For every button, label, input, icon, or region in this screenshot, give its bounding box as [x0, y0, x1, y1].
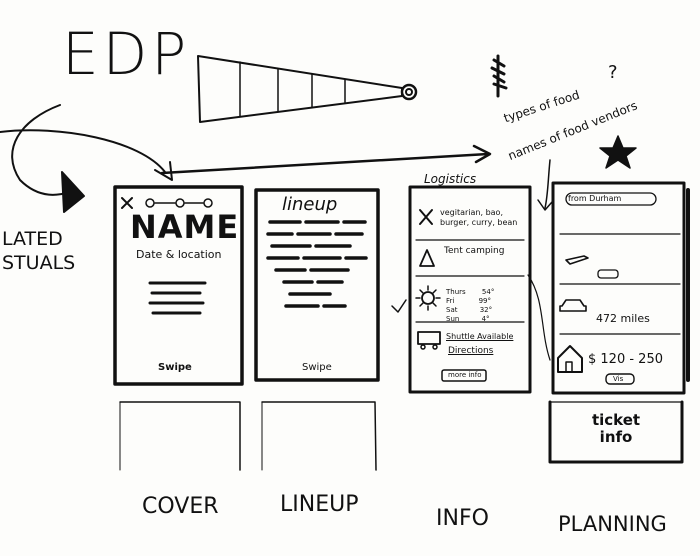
caption-info: INFO: [436, 506, 489, 531]
cover-lower-panel: [119, 401, 241, 471]
weather-temp: 32°: [479, 306, 493, 314]
weather-temp: 54°: [481, 288, 495, 296]
cone-sketch: [197, 55, 403, 123]
caption-lineup: LINEUP: [280, 492, 359, 517]
ticket-info[interactable]: ticket info: [591, 411, 641, 446]
car-icon: [559, 299, 587, 312]
info-tent: Tent camping: [444, 246, 505, 256]
planning-visit-label[interactable]: Vis: [613, 375, 624, 383]
scribble-mark: [490, 54, 508, 98]
origin-field: [565, 192, 657, 206]
plane-icon: [565, 255, 589, 265]
page-title: EDP: [62, 20, 191, 88]
lineup-swipe[interactable]: Swipe: [302, 362, 332, 373]
left-label-2: STUALS: [2, 252, 76, 274]
lineup-heading: lineup: [282, 194, 338, 215]
planning-miles: 472 miles: [596, 312, 650, 325]
weather-day: Sun: [446, 315, 460, 323]
info-directions[interactable]: Directions: [448, 346, 494, 356]
planning-price: $ 120 - 250: [588, 352, 663, 367]
price-range: 120 - 250: [600, 352, 663, 367]
more-info-button: [441, 369, 487, 382]
arrow-to-cover: [0, 129, 166, 173]
weather-row: Thurs 54° Fri 99° Sat 32° Sun 4°: [446, 288, 494, 324]
arrow-to-notes: [160, 152, 490, 175]
info-shuttle: Shuttle Available: [446, 332, 514, 341]
planning-screen: [551, 181, 686, 395]
star-icon: [599, 135, 637, 169]
cover-screen: [113, 185, 244, 386]
weather-temp: 4°: [481, 315, 490, 323]
lineup-lower-panel: [261, 401, 377, 471]
utensils-icon: [419, 209, 433, 225]
info-heading: Logistics: [424, 172, 477, 186]
ticket-panel: [548, 400, 684, 464]
info-food: vegitarian, bao, burger, curry, bean: [440, 208, 518, 227]
spiral-icon: [400, 83, 418, 101]
lineup-screen: [254, 188, 380, 382]
sun-icon: [421, 291, 435, 305]
cover-date-location: Date & location: [136, 248, 222, 261]
caption-planning: PLANNING: [558, 512, 667, 536]
planning-origin[interactable]: from Durham: [568, 194, 622, 203]
weather-day: Thurs: [446, 288, 466, 296]
weather-temp: 99°: [478, 297, 491, 305]
visit-button: [605, 373, 635, 385]
house-icon: [557, 345, 583, 373]
tent-icon: [419, 249, 435, 267]
curved-arrow: [11, 104, 71, 196]
caption-cover: COVER: [142, 494, 219, 519]
note-question-mark: ?: [608, 62, 618, 83]
weather-day: Fri: [446, 297, 455, 305]
info-more-label[interactable]: more info: [448, 371, 482, 379]
cover-swipe[interactable]: Swipe: [158, 362, 192, 373]
weather-day: Sat: [446, 306, 458, 314]
bus-icon: [417, 331, 441, 345]
info-screen: [408, 185, 532, 394]
cover-name: NAME: [130, 208, 240, 246]
left-label-1: LATED: [2, 228, 63, 250]
